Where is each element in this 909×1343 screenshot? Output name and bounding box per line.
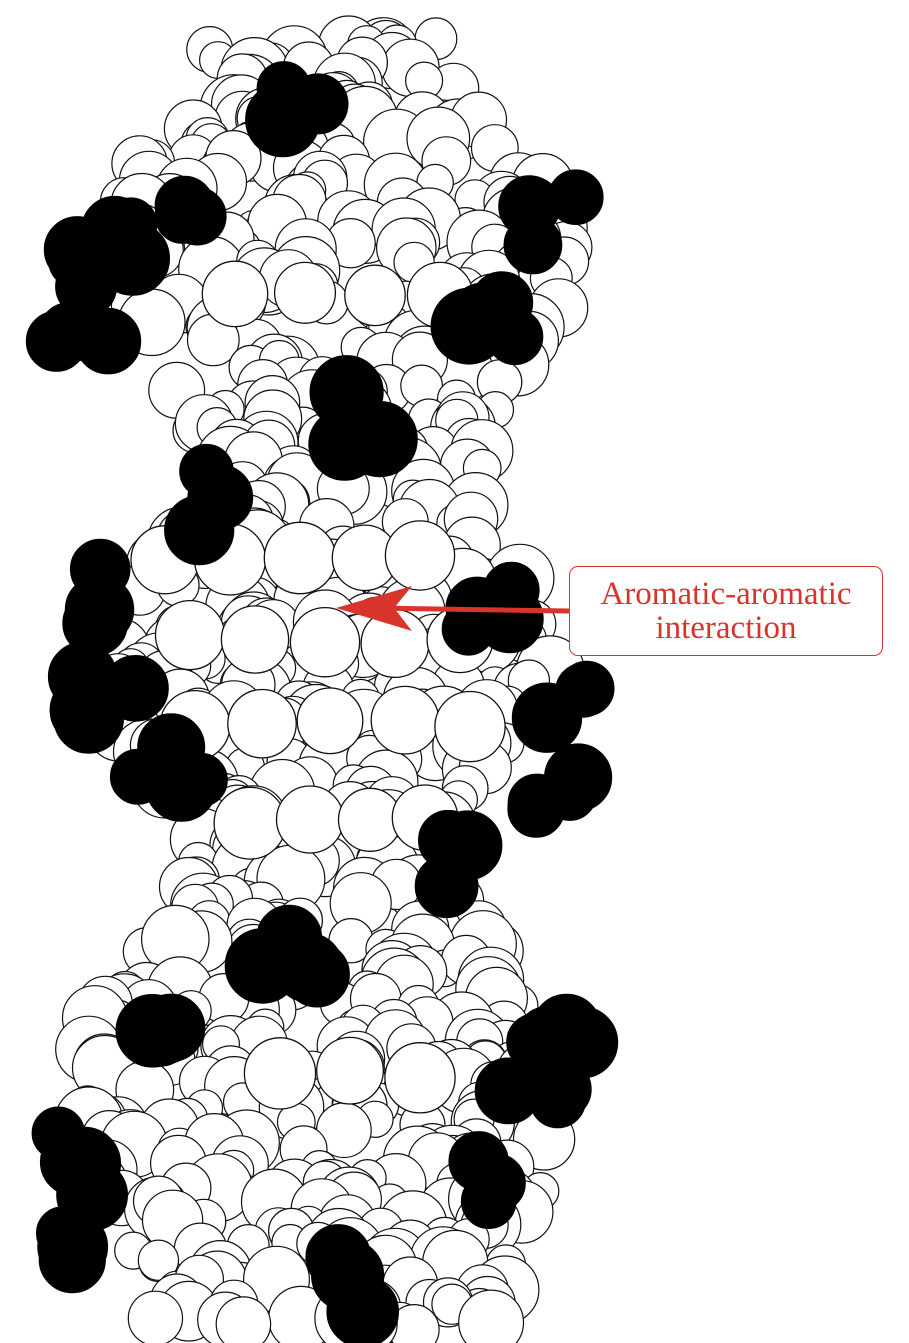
base-ring [220,605,290,674]
base-ring [213,786,287,860]
annotation-label-line-1: Aromatic-aromatic [600,576,852,612]
phosphate-atom [507,780,566,838]
phosphate-atom [133,1011,189,1067]
atom-sphere [127,1290,184,1343]
phosphate-atom [38,1226,106,1294]
base-ring [370,685,440,755]
base-ring [275,785,345,854]
phosphate-atom [326,1275,399,1343]
phosphate-atom [414,854,479,919]
phosphate-atom [449,282,518,351]
base-ring [289,606,361,678]
base-ring [316,1036,384,1105]
annotation-label-box: Aromatic-aromatic interaction [569,566,883,656]
base-ring [154,599,226,671]
phosphate-atom [173,752,228,808]
phosphate-atom [283,941,350,1008]
base-ring [227,688,297,759]
base-ring [243,1037,317,1110]
base-ring [434,690,506,763]
annotation-arrow-shaft [371,605,570,614]
base-pair-ring-layer [130,260,506,1114]
phosphate-atom [555,663,611,718]
annotation-label-line-2: interaction [655,610,797,646]
base-ring [344,264,406,327]
phosphate-atom [460,1173,517,1229]
atom-sphere [215,1296,272,1343]
phosphate-atom [64,574,135,645]
phosphate-atom [164,495,235,566]
phosphate-atom [74,308,142,375]
atom-sphere [137,1239,180,1281]
base-ring [201,260,269,328]
phosphate-atom [256,61,311,116]
phosphate-atom [309,355,384,430]
phosphate-atom [104,197,158,251]
phosphate-backbone-layer [25,61,619,1343]
phosphate-atom [56,1159,128,1231]
atom-sphere [458,1289,525,1343]
annotation-arrow-head [336,586,412,631]
base-ring [296,687,364,755]
phosphate-atom [53,683,124,754]
phosphate-atom [441,602,496,656]
annotation-arrow [336,586,570,631]
base-ring [384,520,456,591]
base-ring [273,261,337,324]
phosphate-atom [168,186,227,246]
phosphate-atom [498,175,561,238]
base-ring [384,1042,456,1114]
base-ring [263,521,337,595]
phosphate-atom [516,1006,577,1067]
